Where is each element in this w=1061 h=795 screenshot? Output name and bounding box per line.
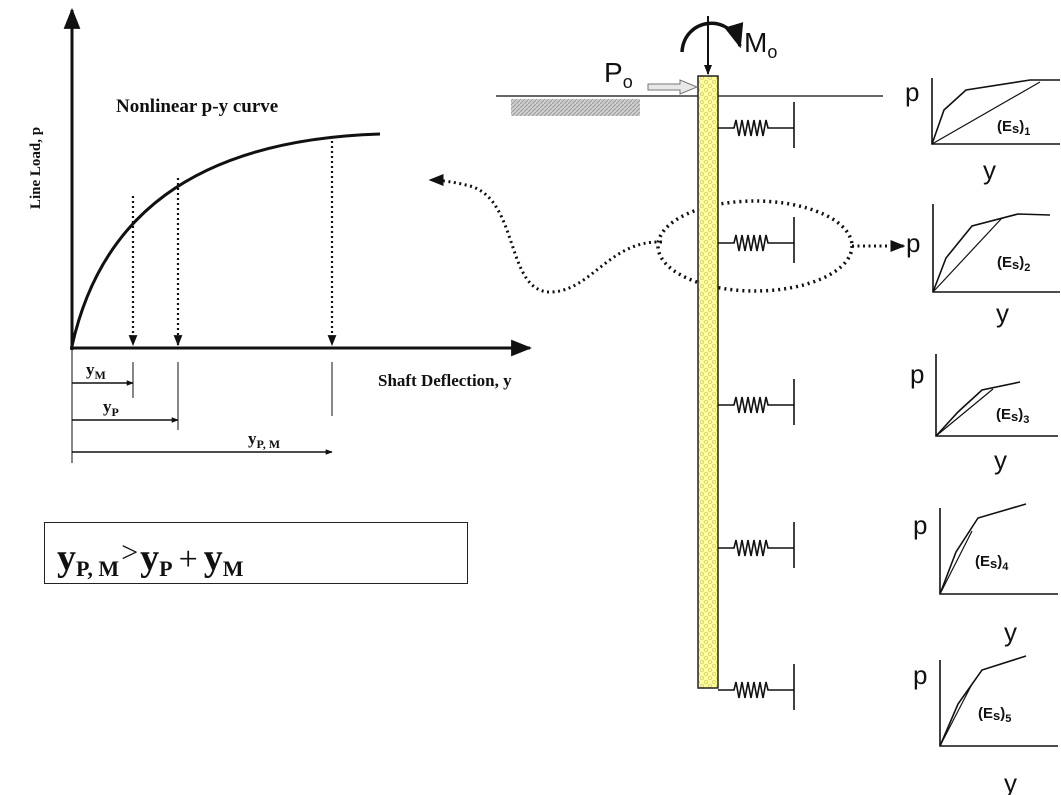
py-curve-2-y: y xyxy=(996,298,1009,328)
py-curve-5-p: p xyxy=(913,660,927,690)
py-curve-3: p y (Es)3 xyxy=(910,354,1058,475)
py-curve-3-es: (Es)3 xyxy=(996,406,1029,426)
py-curve-1-es: (Es)1 xyxy=(997,118,1030,138)
py-curve-4-y: y xyxy=(1004,617,1017,647)
py-curve-2: p y (Es)2 xyxy=(906,204,1060,328)
py-curve-2-p: p xyxy=(906,228,920,258)
py-curve-1-p: p xyxy=(905,77,919,107)
soil-spring-1 xyxy=(718,102,795,148)
py-curve-1: p y (Es)1 xyxy=(905,77,1060,185)
moment-label: Mo xyxy=(744,27,777,62)
py-curve-4-p: p xyxy=(913,510,927,540)
py-curve-4: p y (Es)4 xyxy=(913,503,1058,647)
soil-spring-3 xyxy=(718,379,795,425)
py-curve xyxy=(70,132,381,347)
py-curve-5-y: y xyxy=(1004,768,1017,795)
py-curve-1-y: y xyxy=(983,155,996,185)
py-curve-graph: Line Load, p Nonlinear p-y curve yM yP y… xyxy=(28,7,533,463)
graph-title: Nonlinear p-y curve xyxy=(116,96,278,117)
py-curve-4-es: (Es)4 xyxy=(975,553,1009,573)
pile-shaft xyxy=(697,75,719,689)
py-curve-5-es: (Es)5 xyxy=(978,705,1011,725)
dotted-connector-arrow xyxy=(428,174,663,294)
pile-model: Po Mo xyxy=(496,16,883,710)
y-axis-label: Line Load, p xyxy=(28,127,44,209)
py-curve-2-es: (Es)2 xyxy=(997,254,1030,274)
lateral-load-arrow xyxy=(647,79,699,95)
soil-spring-2 xyxy=(718,217,795,263)
load-label: Po xyxy=(604,57,633,92)
soil-spring-4 xyxy=(718,522,795,568)
dim-label-ypm: yP, M xyxy=(248,429,280,451)
py-curve-3-p: p xyxy=(910,359,924,389)
equation-box: yP, M>yP+yM xyxy=(44,522,468,584)
py-curve-3-y: y xyxy=(994,445,1007,475)
moment-arrow xyxy=(680,21,744,53)
dim-label-yp: yP xyxy=(103,397,119,419)
py-curve-5: p y (Es)5 xyxy=(913,655,1058,795)
dim-label-ym: yM xyxy=(86,360,106,382)
dotted-ellipse xyxy=(656,199,854,293)
soil-spring-5 xyxy=(718,664,795,710)
x-axis-label: Shaft Deflection, y xyxy=(378,371,512,390)
soil-hatch xyxy=(511,99,640,116)
inequality-equation: yP, M>yP+yM xyxy=(57,536,244,581)
